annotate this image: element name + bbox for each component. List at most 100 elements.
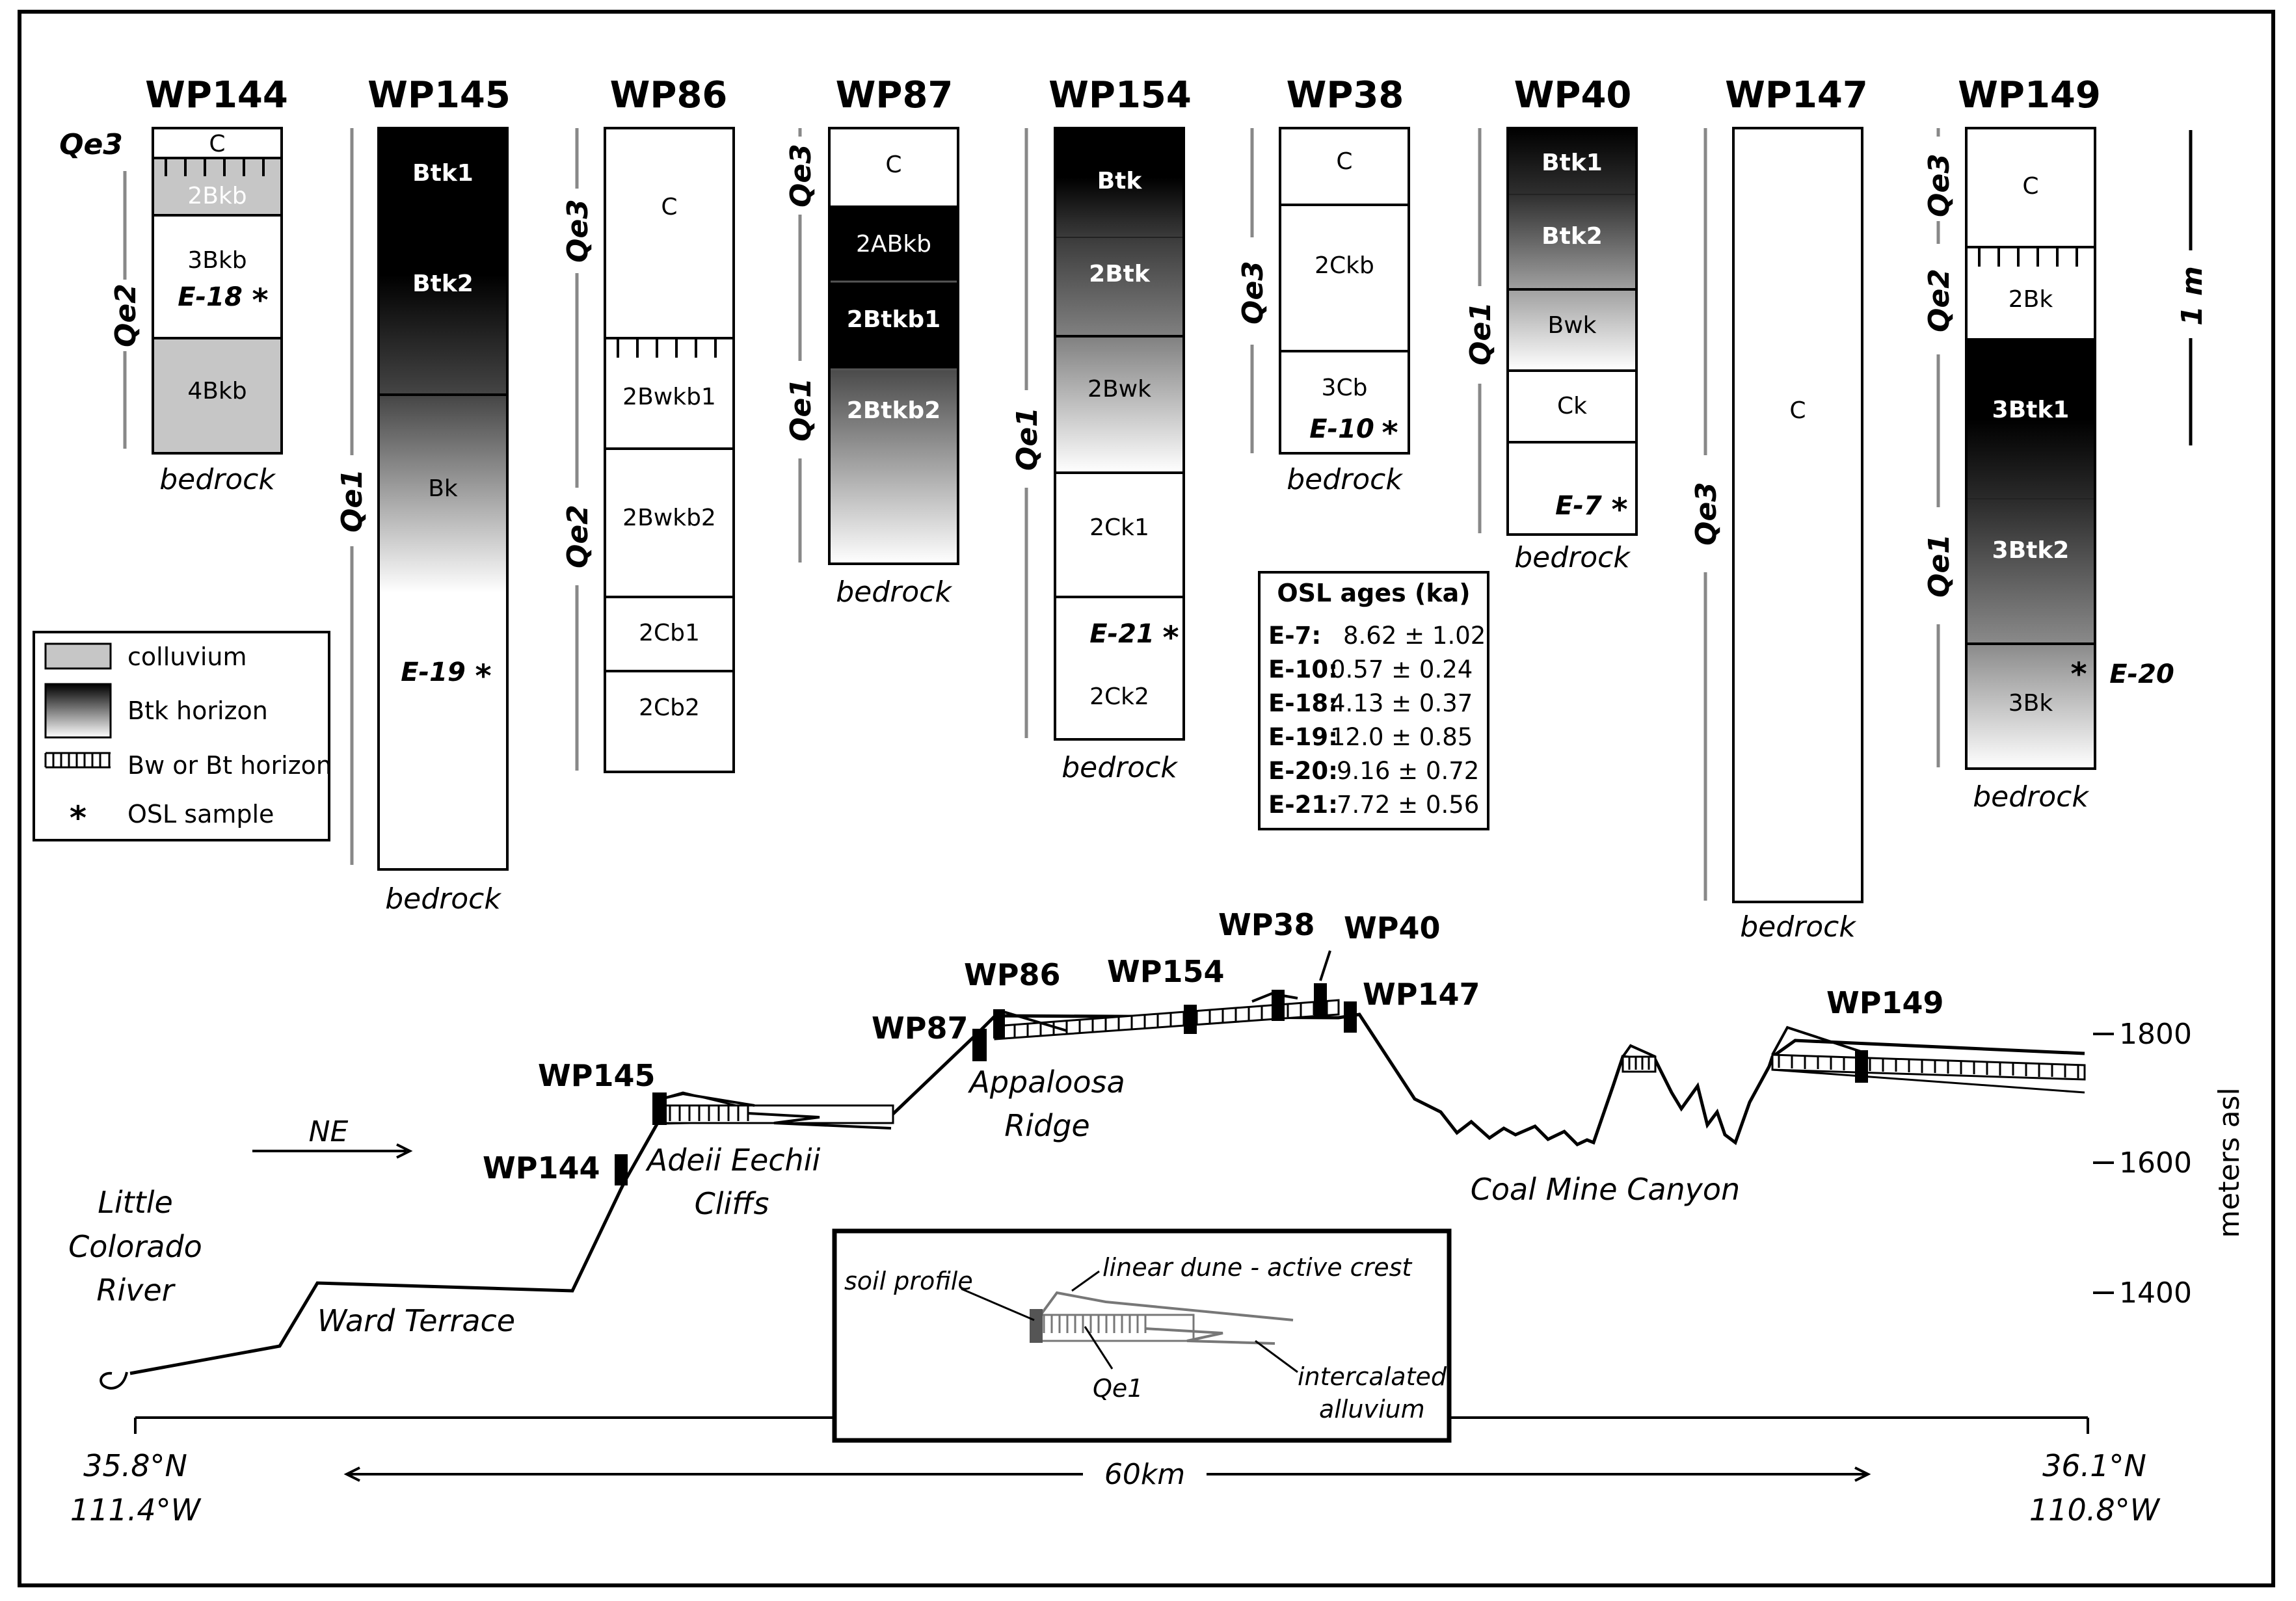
legend-label: Bw or Bt horizon	[127, 751, 332, 780]
river-symbol	[100, 1371, 128, 1390]
horizon-label: 3Cb	[1322, 375, 1368, 401]
place-label: Little	[98, 1185, 173, 1220]
direction-arrow: NE	[252, 1115, 413, 1159]
osl-sample-star: *	[1382, 415, 1398, 451]
unit-label: Qe3	[1690, 482, 1723, 546]
osl-row-sample: E-19:	[1268, 723, 1338, 751]
horizon-label: 2Cb2	[639, 695, 700, 721]
osl-row-sample: E-20:	[1268, 757, 1338, 785]
site-marker-wp147	[1344, 1001, 1357, 1033]
unit-label: Qe3	[59, 128, 123, 161]
profile-wp144: C 2Bkb 3Bkb 4Bkb E-18 * bedrock Qe3 Qe2	[59, 127, 283, 496]
horizon-label: C	[1789, 397, 1806, 424]
osl-sample-star: *	[252, 282, 268, 319]
profile-wp149: C 2Bk 3Btk1 3Btk2 3Bk * E-20 bedrock Qe3…	[1923, 127, 2174, 814]
place-label: Ward Terrace	[317, 1303, 515, 1338]
profile-title-wp86: WP86	[610, 74, 728, 116]
site-marker-wp86	[993, 1009, 1005, 1039]
place-label: Colorado	[68, 1229, 202, 1264]
place-label: Adeii Eechii	[645, 1143, 821, 1178]
bedrock-label: bedrock	[1740, 910, 1856, 944]
profile-wp40: Btk1 Btk2 Bwk Ck E-7 * bedrock Qe1	[1464, 127, 1638, 574]
horizon-label: 3Btk1	[1992, 397, 2070, 423]
osl-row-age: 8.62 ± 1.02	[1343, 622, 1486, 650]
elevation-axis: 1800 1600 1400 meters asl	[2093, 1018, 2246, 1310]
bw-ticks	[605, 337, 734, 358]
osl-row-age: 0.57 ± 0.24	[1330, 655, 1473, 683]
osl-table-title: OSL ages (ka)	[1277, 579, 1470, 607]
profile-title-wp87: WP87	[836, 74, 954, 116]
horizon-label: 2Bk	[2009, 286, 2053, 313]
osl-row-sample: E-18:	[1268, 689, 1338, 717]
horizon-label: 2Btkb1	[847, 306, 941, 333]
horizon-label: 2Btk	[1089, 261, 1151, 287]
distance-label: 60km	[1104, 1458, 1185, 1491]
site-marker-wp149	[1855, 1050, 1868, 1083]
place-names: Little Colorado River Ward Terrace Adeii…	[68, 1065, 1740, 1338]
elevation-axis-label: meters asl	[2213, 1087, 2246, 1237]
profile-title-wp40: WP40	[1514, 74, 1632, 116]
unit-label: Qe1	[1464, 302, 1497, 365]
horizon-label: 3Bkb	[187, 247, 247, 274]
profile-title-wp145: WP145	[367, 74, 511, 116]
horizon-label: 2Bkb	[187, 183, 247, 209]
horizon-label: C	[1336, 148, 1352, 175]
inset-label: alluvium	[1319, 1395, 1425, 1423]
legend-label: colluvium	[127, 642, 247, 671]
bedrock-label: bedrock	[836, 576, 952, 609]
site-label-wp145: WP145	[538, 1058, 655, 1093]
distance-bar: 60km 35.8°N 111.4°W 36.1°N 110.8°W	[70, 1416, 2161, 1528]
site-marker-wp145	[652, 1092, 667, 1125]
horizon-colluvium	[152, 157, 283, 217]
site-label-wp149: WP149	[1826, 985, 1943, 1020]
place-label: Coal Mine Canyon	[1471, 1172, 1740, 1207]
bedrock-label: bedrock	[1514, 541, 1631, 574]
horizon-label: C	[2022, 173, 2038, 200]
unit-label: Qe2	[561, 505, 594, 568]
cross-section: WP145 WP144 WP87 WP86 WP154 WP38 WP40 WP…	[68, 907, 2246, 1528]
bedrock-label: bedrock	[1287, 463, 1403, 496]
coordinate-label: 36.1°N	[2042, 1448, 2146, 1483]
horizon-label: 2Ck2	[1089, 683, 1149, 710]
horizon-label: 2Btkb2	[847, 397, 941, 424]
horizon-label: 2Ck1	[1089, 514, 1149, 541]
horizon-label: 3Bk	[2009, 690, 2053, 717]
profile-wp86: C 2Bwkb1 2Bwkb2 2Cb1 2Cb2 Qe3 Qe2	[561, 127, 735, 773]
direction-label: NE	[309, 1115, 349, 1148]
profile-title-wp154: WP154	[1048, 74, 1192, 116]
coordinate-label: 35.8°N	[83, 1448, 187, 1483]
site-marker-wp154	[1184, 1005, 1197, 1034]
legend-star: *	[70, 799, 87, 837]
bedrock-label: bedrock	[159, 463, 276, 496]
legend-label: Btk horizon	[127, 696, 268, 725]
scale-bar-label: 1 m	[2176, 266, 2209, 326]
profile-wp154: Btk 2Btk 2Bwk 2Ck1 2Ck2 E-21 * bedrock Q…	[1011, 127, 1185, 784]
site-label-wp144: WP144	[483, 1150, 600, 1185]
horizon-label: 4Bkb	[187, 378, 247, 404]
profile-title-wp149: WP149	[1958, 74, 2101, 116]
osl-sample-label: E-19	[401, 657, 466, 687]
horizon-colluvium	[152, 337, 283, 455]
unit-label: Qe3	[784, 144, 818, 207]
horizon-label: Btk2	[1542, 223, 1603, 250]
horizon-label: Btk1	[412, 160, 474, 187]
site-label-wp147: WP147	[1363, 977, 1480, 1012]
osl-sample-label: E-18	[178, 282, 243, 312]
elevation-tick-label: 1400	[2119, 1277, 2192, 1310]
site-label-wp40: WP40	[1344, 910, 1440, 946]
legend-swatch-btk	[44, 683, 112, 739]
horizon-label: 2Bwkb2	[622, 505, 716, 531]
horizon-label: 2Ckb	[1315, 252, 1374, 279]
site-marker-wp40	[1314, 983, 1327, 1016]
profile-titles: WP144 WP145 WP86 WP87 WP154 WP38 WP40 WP…	[145, 74, 2101, 116]
unit-label: Qe3	[1236, 261, 1270, 324]
horizon-label: 2Bwk	[1088, 376, 1151, 403]
osl-row-age: 4.13 ± 0.37	[1330, 689, 1473, 717]
bedrock-label: bedrock	[1061, 751, 1178, 784]
horizon-label: Bk	[428, 475, 458, 502]
osl-row-age: 12.0 ± 0.85	[1330, 723, 1473, 751]
horizon-label: 2Bwkb1	[622, 384, 716, 410]
unit-label: Qe1	[1011, 407, 1044, 471]
elevation-tick-label: 1600	[2119, 1146, 2192, 1180]
